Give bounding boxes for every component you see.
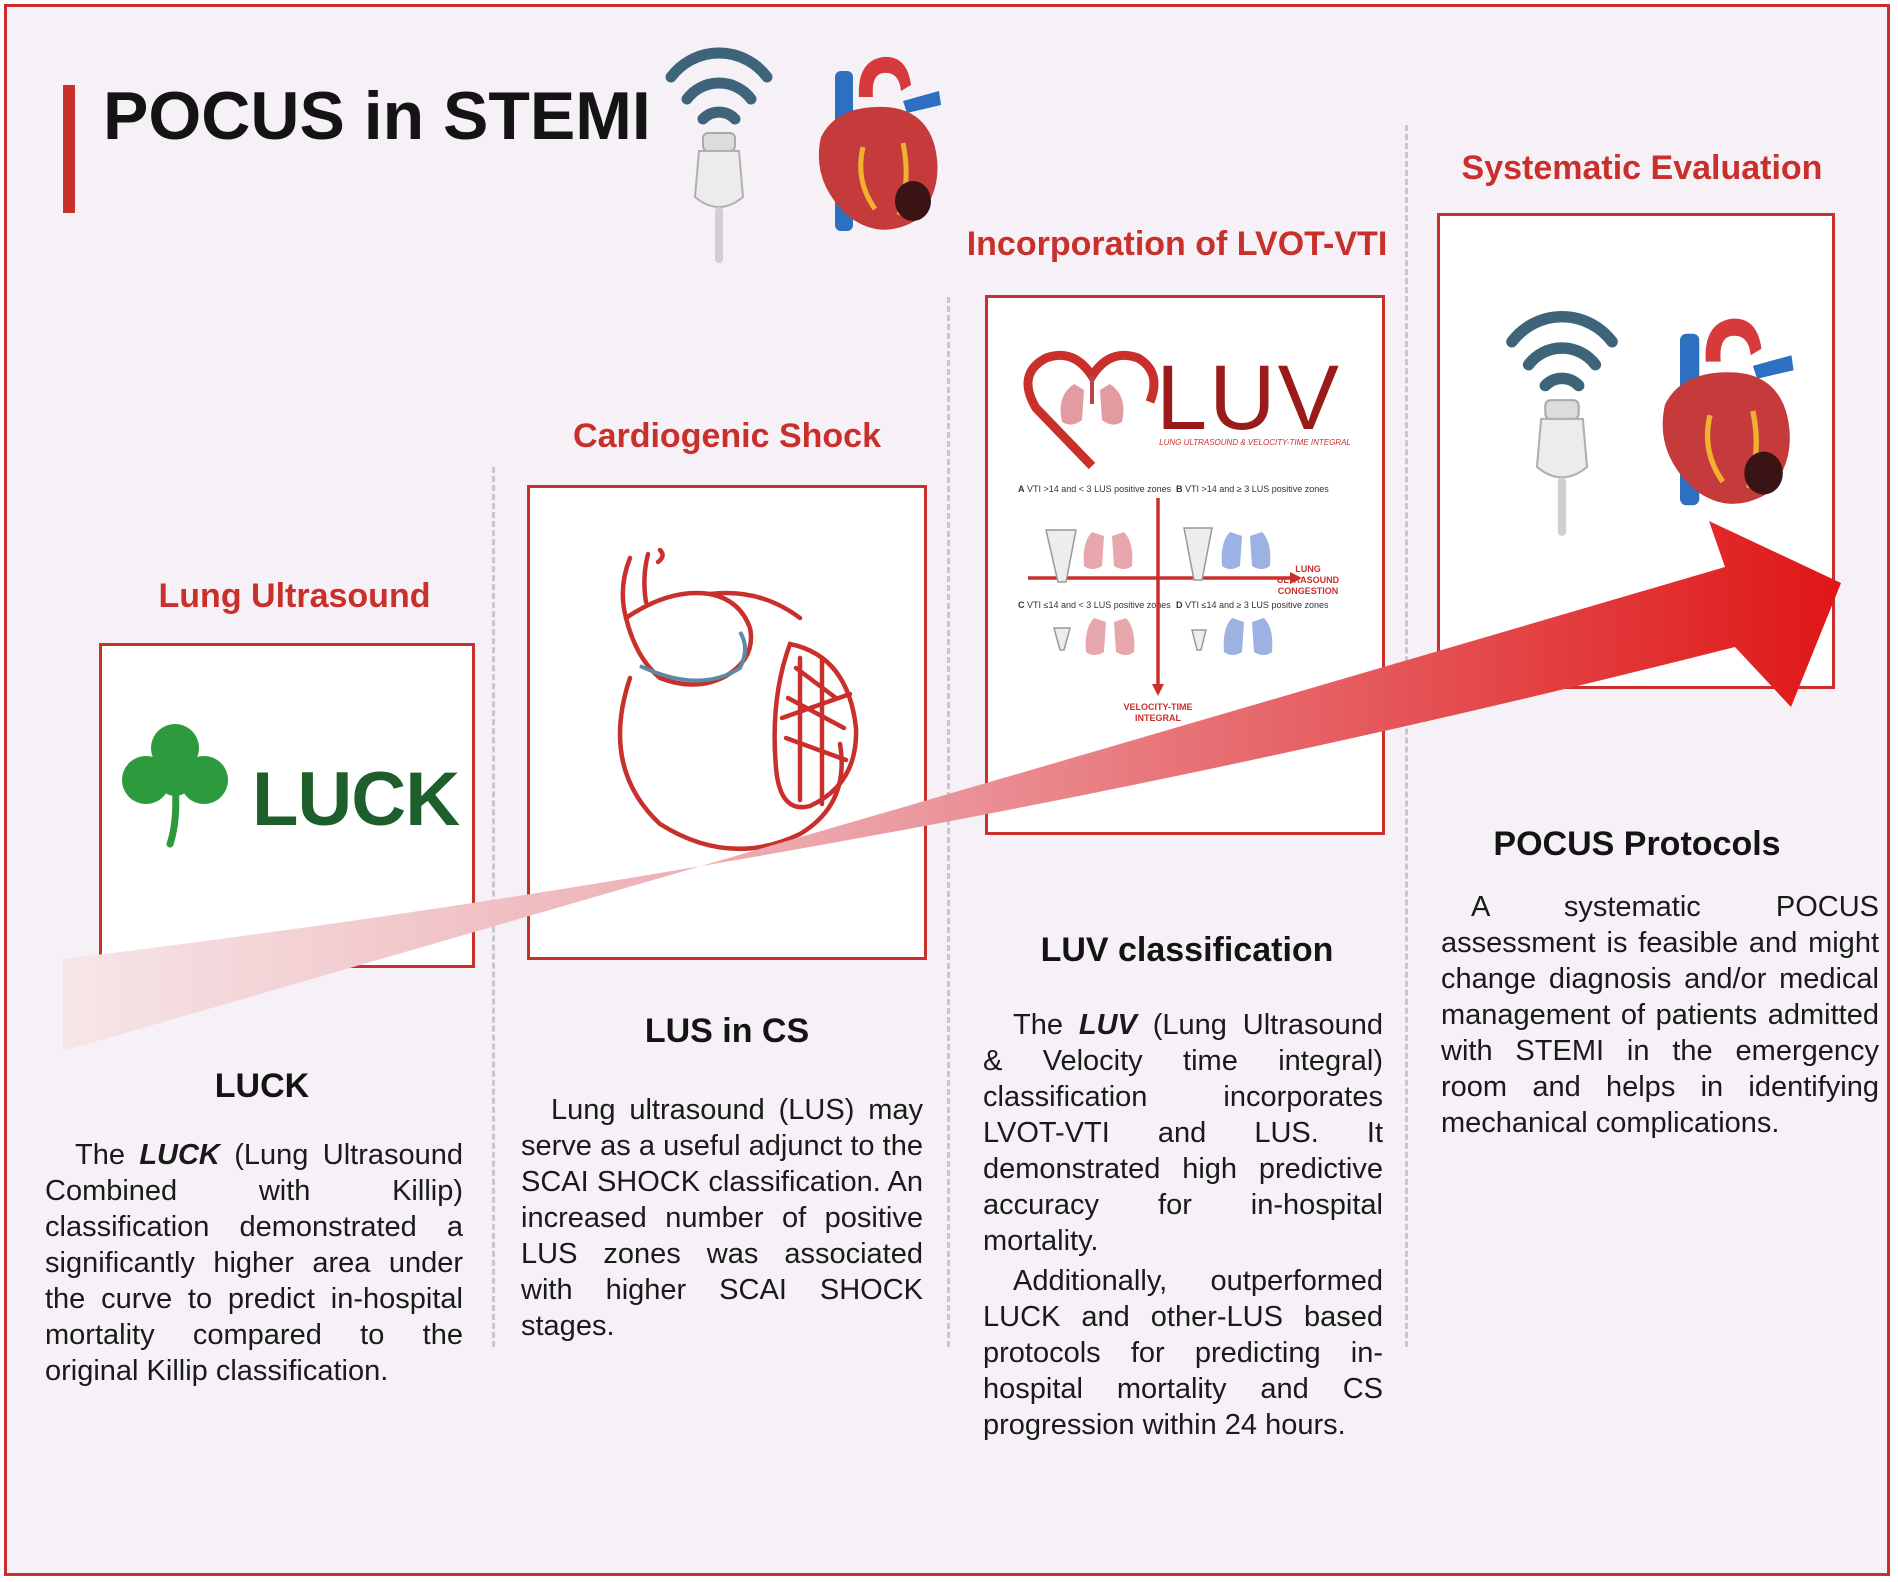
x-axis-label: LUNG ULTRASOUND CONGESTION <box>1276 564 1340 596</box>
column-divider <box>1405 125 1408 1347</box>
title-accent-bar <box>63 85 75 213</box>
infographic-frame: POCUS in STEMI Lung Ultrasound Cardiogen… <box>4 4 1890 1576</box>
section-heading-luv: LUV classification <box>1040 931 1334 969</box>
luv-quadrant-chart <box>1028 498 1302 696</box>
progress-arrow <box>63 521 1841 1051</box>
step-title-systematic-evaluation: Systematic Evaluation <box>1461 149 1823 187</box>
column-divider <box>947 297 950 1347</box>
heart-icon <box>1662 318 1794 506</box>
step-title-cardiogenic-shock: Cardiogenic Shock <box>573 417 881 455</box>
quadrant-b-label: B VTI >14 and ≥ 3 LUS positive zones <box>1176 484 1329 494</box>
paragraph: A systematic POCUS assessment is feasibl… <box>1441 891 1879 1139</box>
ultrasound-probe-icon <box>665 47 773 263</box>
quadrant-a-label: A VTI >14 and < 3 LUS positive zones <box>1018 484 1172 494</box>
paragraph: The LUV (Lung Ultrasound & Velocity time… <box>983 1009 1383 1257</box>
step-title-lung-ultrasound: Lung Ultrasound <box>158 577 431 615</box>
section-heading-pocus-protocols: POCUS Protocols <box>1493 825 1781 863</box>
heart-icon <box>818 56 941 231</box>
luv-logo-text: LUV <box>1156 347 1341 449</box>
paragraph: The LUCK (Lung Ultrasound Combined with … <box>45 1139 463 1387</box>
luck-description: The LUCK (Lung Ultrasound Combined with … <box>45 1137 463 1389</box>
luv-description: The LUV (Lung Ultrasound & Velocity time… <box>983 1007 1383 1443</box>
quadrant-d-label: D VTI ≤14 and ≥ 3 LUS positive zones <box>1176 600 1329 610</box>
y-axis-label: VELOCITY-TIME INTEGRAL <box>1123 702 1193 723</box>
paragraph: Lung ultrasound (LUS) may serve as a use… <box>521 1094 923 1342</box>
cardiogenic-shock-card <box>527 485 927 960</box>
step-title-lvot-vti: Incorporation of LVOT-VTI <box>966 225 1388 263</box>
lus-in-cs-description: Lung ultrasound (LUS) may serve as a use… <box>521 1092 923 1344</box>
page-title: POCUS in STEMI <box>103 78 651 154</box>
shamrock-icon <box>122 724 228 848</box>
section-heading-luck: LUCK <box>214 1067 310 1105</box>
paragraph: Additionally, outperformed LUCK and othe… <box>983 1265 1383 1441</box>
luv-subtitle: LUNG ULTRASOUND & VELOCITY-TIME INTEGRAL <box>1159 438 1351 447</box>
section-heading-lus-in-cs: LUS in CS <box>644 1012 810 1050</box>
ultrasound-probe-icon <box>1506 310 1618 536</box>
heart-outline-icon <box>1023 350 1159 470</box>
luck-logo-text: LUCK <box>252 757 460 842</box>
systematic-evaluation-card <box>1437 213 1835 689</box>
heart-lung-circuit-icon <box>617 548 859 852</box>
quadrant-c-label: C VTI ≤14 and < 3 LUS positive zones <box>1018 600 1171 610</box>
pocus-protocols-description: A systematic POCUS assessment is feasibl… <box>1441 889 1879 1141</box>
